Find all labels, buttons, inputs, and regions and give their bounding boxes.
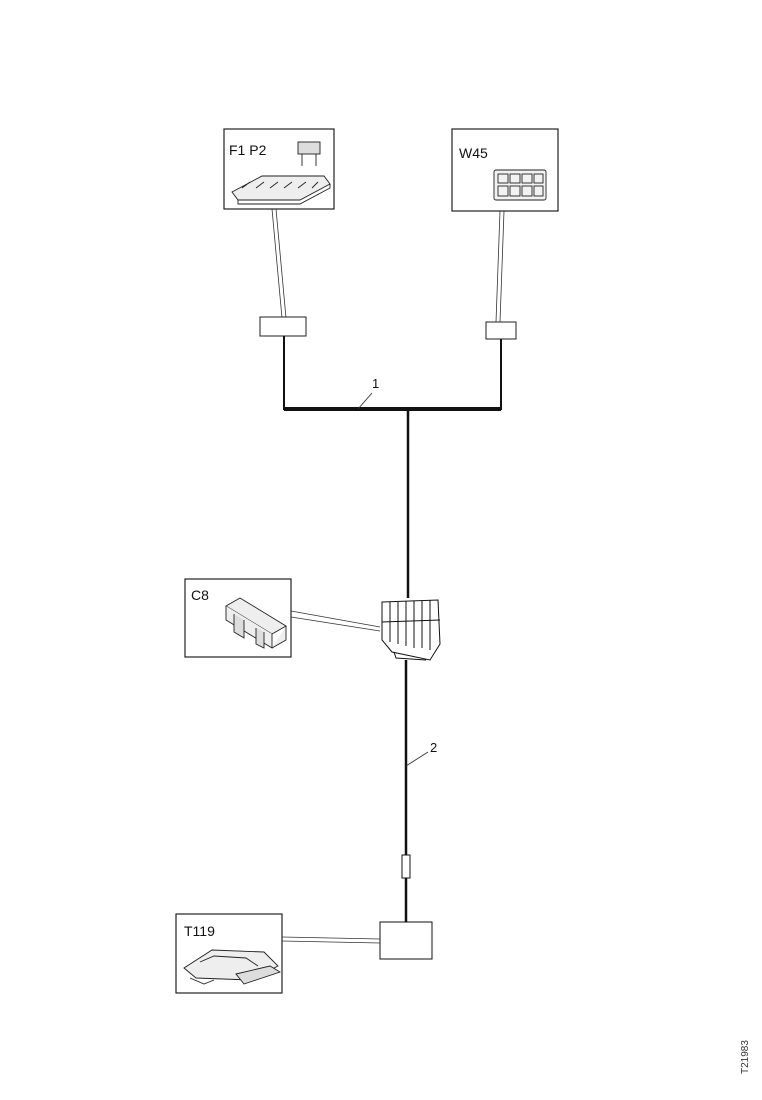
fuse-box-callout: F1 P2 [223,128,335,210]
fuse-box-label: F1 P2 [229,142,267,158]
fuse-relay-box-icon [231,141,331,205]
reference-code: T21983 [740,1040,751,1074]
connector-c8-callout: C8 [184,578,292,658]
unit-t119-label: T119 [184,923,215,939]
connector-right [485,321,517,340]
connector-left [259,316,307,337]
unit-t119-box [379,921,433,960]
switch-panel-callout: W45 [451,128,559,212]
wire-1-leader [357,392,373,410]
connector-block-icon [225,597,287,649]
connector-c8-label: C8 [191,587,209,603]
wire-1-harness [283,336,502,598]
wire-1-label: 1 [372,376,379,391]
c8-leader-lines [290,610,381,632]
main-connector-block [381,599,441,661]
unit-t119-callout: T119 [175,913,283,994]
inline-fuse [401,854,411,879]
switch-panel-icon [493,169,547,201]
vehicle-unit-icon [183,949,282,985]
wire-2-label: 2 [430,740,437,755]
t119-leader-lines [281,936,381,944]
switch-panel-label: W45 [459,145,488,161]
leader-lines [271,208,505,323]
wire-2-leader [405,751,429,767]
